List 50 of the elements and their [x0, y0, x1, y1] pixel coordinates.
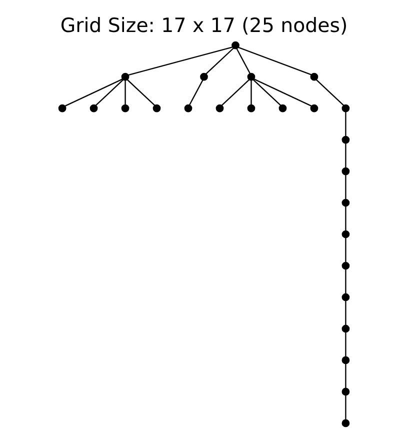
- connector: [96, 79, 124, 106]
- connector: [345, 300, 346, 326]
- connector: [254, 78, 312, 106]
- connector: [64, 78, 123, 106]
- node-circle: [247, 104, 256, 112]
- connector: [128, 46, 232, 76]
- connector: [345, 238, 346, 262]
- node-circle: [121, 72, 130, 81]
- connector: [345, 206, 346, 231]
- connector: [345, 112, 346, 136]
- node-circle: [121, 104, 130, 112]
- node-circle: [342, 356, 350, 364]
- node-circle: [342, 419, 350, 428]
- node-circle: [342, 388, 350, 396]
- node-circle: [342, 293, 350, 302]
- connector: [250, 80, 252, 105]
- node-circle: [232, 41, 240, 50]
- node-circle: [310, 72, 318, 81]
- node-circle: [216, 104, 224, 112]
- connector: [345, 269, 346, 294]
- connector: [345, 364, 346, 388]
- node-circle: [152, 104, 161, 112]
- node-circle: [200, 72, 208, 81]
- node-circle: [342, 104, 350, 112]
- node-circle: [278, 104, 287, 112]
- node-circle: [342, 262, 350, 270]
- diagram-title: Grid Size: 17 x 17 (25 nodes): [60, 14, 348, 38]
- node-circle: [342, 230, 350, 238]
- connector: [238, 46, 312, 76]
- node-circle: [247, 72, 256, 81]
- node-circle: [90, 104, 98, 112]
- node-circle: [342, 324, 350, 333]
- connector: [345, 144, 346, 168]
- connector: [206, 48, 234, 74]
- connector: [221, 79, 250, 106]
- node-circle: [58, 104, 66, 112]
- node-circle: [310, 104, 318, 112]
- connector: [316, 79, 344, 106]
- connector: [124, 80, 126, 105]
- node-circle: [184, 104, 192, 112]
- node-circle: [342, 198, 350, 207]
- connector: [236, 48, 250, 74]
- connector: [345, 395, 346, 420]
- connector: [252, 79, 281, 106]
- connector: [126, 79, 156, 106]
- connector: [189, 80, 204, 106]
- connector: [345, 175, 346, 200]
- node-circle: [342, 167, 350, 176]
- connector: [345, 332, 346, 357]
- node-circle: [342, 136, 350, 144]
